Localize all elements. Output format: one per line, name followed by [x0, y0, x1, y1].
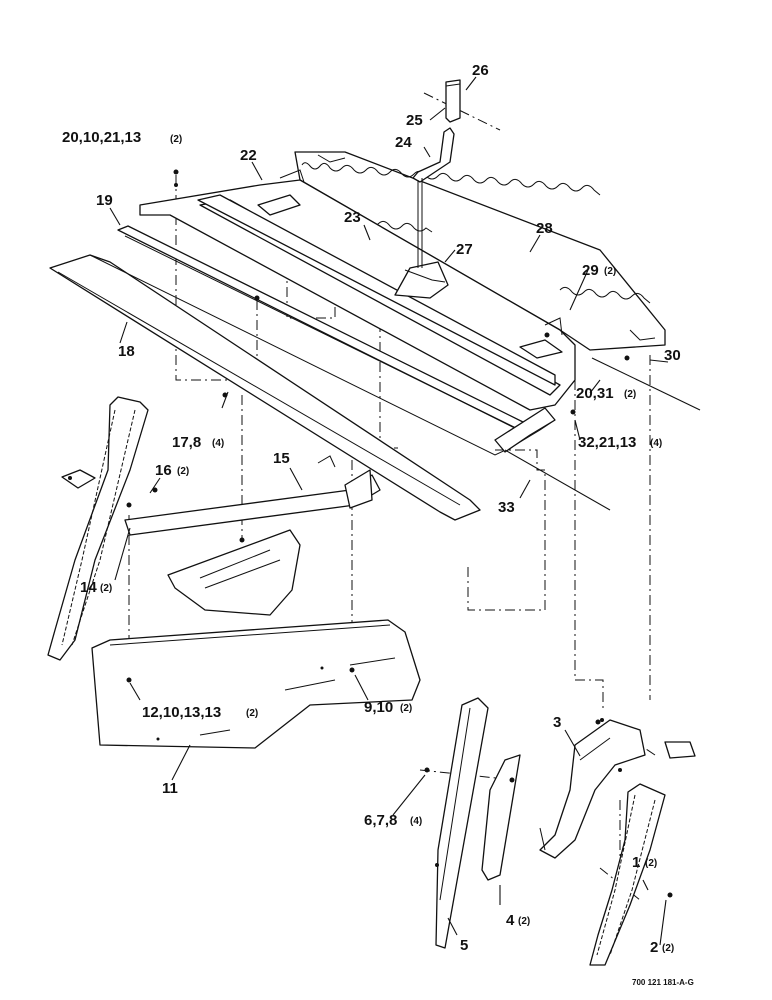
callout-30: 30	[664, 347, 681, 364]
callout-32-21-13: 32,21,13	[578, 434, 636, 451]
part-24-lever	[412, 79, 461, 268]
callout-6-7-8: 6,7,8	[364, 812, 397, 829]
part-27-scraper	[394, 261, 449, 299]
callout-25: 25	[406, 112, 423, 129]
callout-24: 24	[395, 134, 412, 151]
callout-12-10-13-13: 12,10,13,13	[142, 704, 221, 721]
part-11-shield	[91, 619, 421, 749]
leader-lines	[109, 76, 669, 946]
callout-1-qty: (2)	[645, 858, 657, 869]
callout-17-8: 17,8	[172, 434, 201, 451]
part-22-deck	[139, 169, 576, 411]
callout-1: 1	[632, 854, 640, 871]
callout-33: 33	[498, 499, 515, 516]
callout-29: 29	[582, 262, 599, 279]
callout-4: 4	[506, 912, 515, 929]
callout-14: 14	[80, 579, 97, 596]
callout-20-31: 20,31	[576, 385, 614, 402]
callout-15: 15	[273, 450, 290, 467]
callout-32-21-13-qty: (4)	[650, 438, 662, 449]
rods	[504, 357, 701, 511]
callout-19: 19	[96, 192, 113, 209]
callout-26: 26	[472, 62, 489, 79]
right-arm-frame	[589, 783, 666, 966]
part-5-strap	[435, 697, 489, 949]
callout-14-qty: (2)	[100, 583, 112, 594]
part-18-bottom-panel	[49, 254, 556, 521]
callout-28: 28	[536, 220, 553, 237]
callout-11: 11	[162, 780, 178, 797]
callout-27: 27	[456, 241, 473, 258]
callout-4-qty: (2)	[518, 916, 530, 927]
callout-9-10: 9,10	[364, 699, 393, 716]
callout-23: 23	[344, 209, 361, 226]
callout-16-qty: (2)	[177, 466, 189, 477]
drawing-code: 700 121 181-A-G	[632, 978, 694, 987]
part-3-bracket	[539, 718, 696, 859]
callout-20-10-21-13: 20,10,21,13	[62, 129, 141, 146]
callout-20-10-21-13-qty: (2)	[170, 134, 182, 145]
callout-29-qty: (2)	[604, 266, 616, 277]
callout-18: 18	[118, 343, 135, 360]
callout-22: 22	[240, 147, 257, 164]
callout-12-10-13-13-qty: (2)	[246, 708, 258, 719]
callout-2-qty: (2)	[662, 943, 674, 954]
callout-2: 2	[650, 939, 658, 956]
callout-16: 16	[155, 462, 172, 479]
callout-labels: 26 25 24 20,10,21,13 (2) 22 19 23 28 27 …	[62, 62, 694, 987]
shield-small	[167, 529, 301, 616]
callout-3: 3	[553, 714, 561, 731]
callout-20-31-qty: (2)	[624, 389, 636, 400]
part-4-angle	[481, 754, 521, 881]
left-arm-frame	[47, 396, 149, 661]
callout-6-7-8-qty: (4)	[410, 816, 422, 827]
callout-5: 5	[460, 937, 468, 954]
hardware-fasteners	[126, 169, 673, 898]
callout-9-10-qty: (2)	[400, 703, 412, 714]
callout-17-8-qty: (4)	[212, 438, 224, 449]
part-15-crossbar	[124, 455, 381, 536]
